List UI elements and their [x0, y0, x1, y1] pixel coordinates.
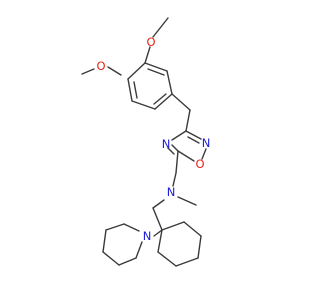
- molecule-structure: O O N O N N N: [81, 17, 210, 267]
- bond-methyl-o-top: [152, 17, 169, 38]
- atom-labels: O O N O N N N: [96, 35, 210, 243]
- bond-ring-ch2: [171, 93, 191, 111]
- bond-chx-1: [161, 221, 185, 231]
- bond-pip-1: [123, 223, 140, 232]
- atom-n-piperidine: N: [143, 229, 152, 243]
- atom-o-methoxy-top: O: [146, 35, 155, 49]
- bond-n-methyl: [177, 196, 197, 206]
- bond-c3-n2-double: [187, 136, 200, 144]
- bond-ring-b: [166, 70, 173, 95]
- atom-o-methoxy-left: O: [96, 59, 105, 73]
- bond-n4-c3: [171, 130, 187, 141]
- bond-ring-f: [127, 62, 146, 80]
- bond-c5-n4-double: [167, 147, 175, 155]
- atom-n-oxadiazole-left: N: [162, 137, 171, 151]
- bond-chx-3: [197, 235, 202, 259]
- oxadiazole-ring: [167, 130, 207, 162]
- bond-pip-3: [102, 229, 107, 253]
- bond-o-top-ring: [144, 46, 151, 64]
- bond-ch2-n-amine: [172, 172, 177, 187]
- bond-c3-n2: [185, 130, 202, 140]
- bond-ring-a-double: [147, 68, 165, 76]
- atom-n-oxadiazole-right: N: [202, 136, 211, 150]
- bond-c5-ch2: [175, 150, 179, 174]
- bond-chx-2: [183, 221, 202, 237]
- bond-chx-5: [157, 251, 177, 267]
- bond-pip-2: [105, 223, 125, 231]
- bond-o1-c5: [177, 150, 195, 162]
- bond-pip-6: [135, 241, 143, 259]
- bond-pip-5: [118, 257, 137, 266]
- bond-pip-n-cq: [153, 229, 163, 237]
- bond-ch2-cq: [152, 207, 163, 231]
- bond-ring-c-double: [153, 93, 167, 105]
- atom-n-amine: N: [167, 185, 176, 199]
- bond-ring-e-double: [133, 81, 138, 99]
- cyclohexane-ring: [157, 221, 202, 267]
- bond-chx-6: [157, 229, 163, 253]
- bond-ring-a: [144, 62, 168, 72]
- atom-o-oxadiazole: O: [195, 157, 204, 171]
- bond-n-ch2: [152, 199, 165, 209]
- bond-o-left-ring: [107, 66, 122, 76]
- bond-ring-c: [154, 93, 173, 110]
- bond-n2-o1: [201, 148, 207, 160]
- bond-chx-4: [175, 257, 199, 267]
- benzene-ring: [127, 62, 173, 110]
- bond-methyl-o-left: [81, 68, 95, 75]
- bond-ch2-oxadiazole: [185, 109, 191, 132]
- bond-pip-4: [102, 251, 120, 266]
- bond-c5-n4: [171, 144, 179, 152]
- bond-ring-d: [131, 100, 156, 110]
- piperidine-ring: [102, 223, 163, 266]
- bond-ring-e: [127, 78, 133, 102]
